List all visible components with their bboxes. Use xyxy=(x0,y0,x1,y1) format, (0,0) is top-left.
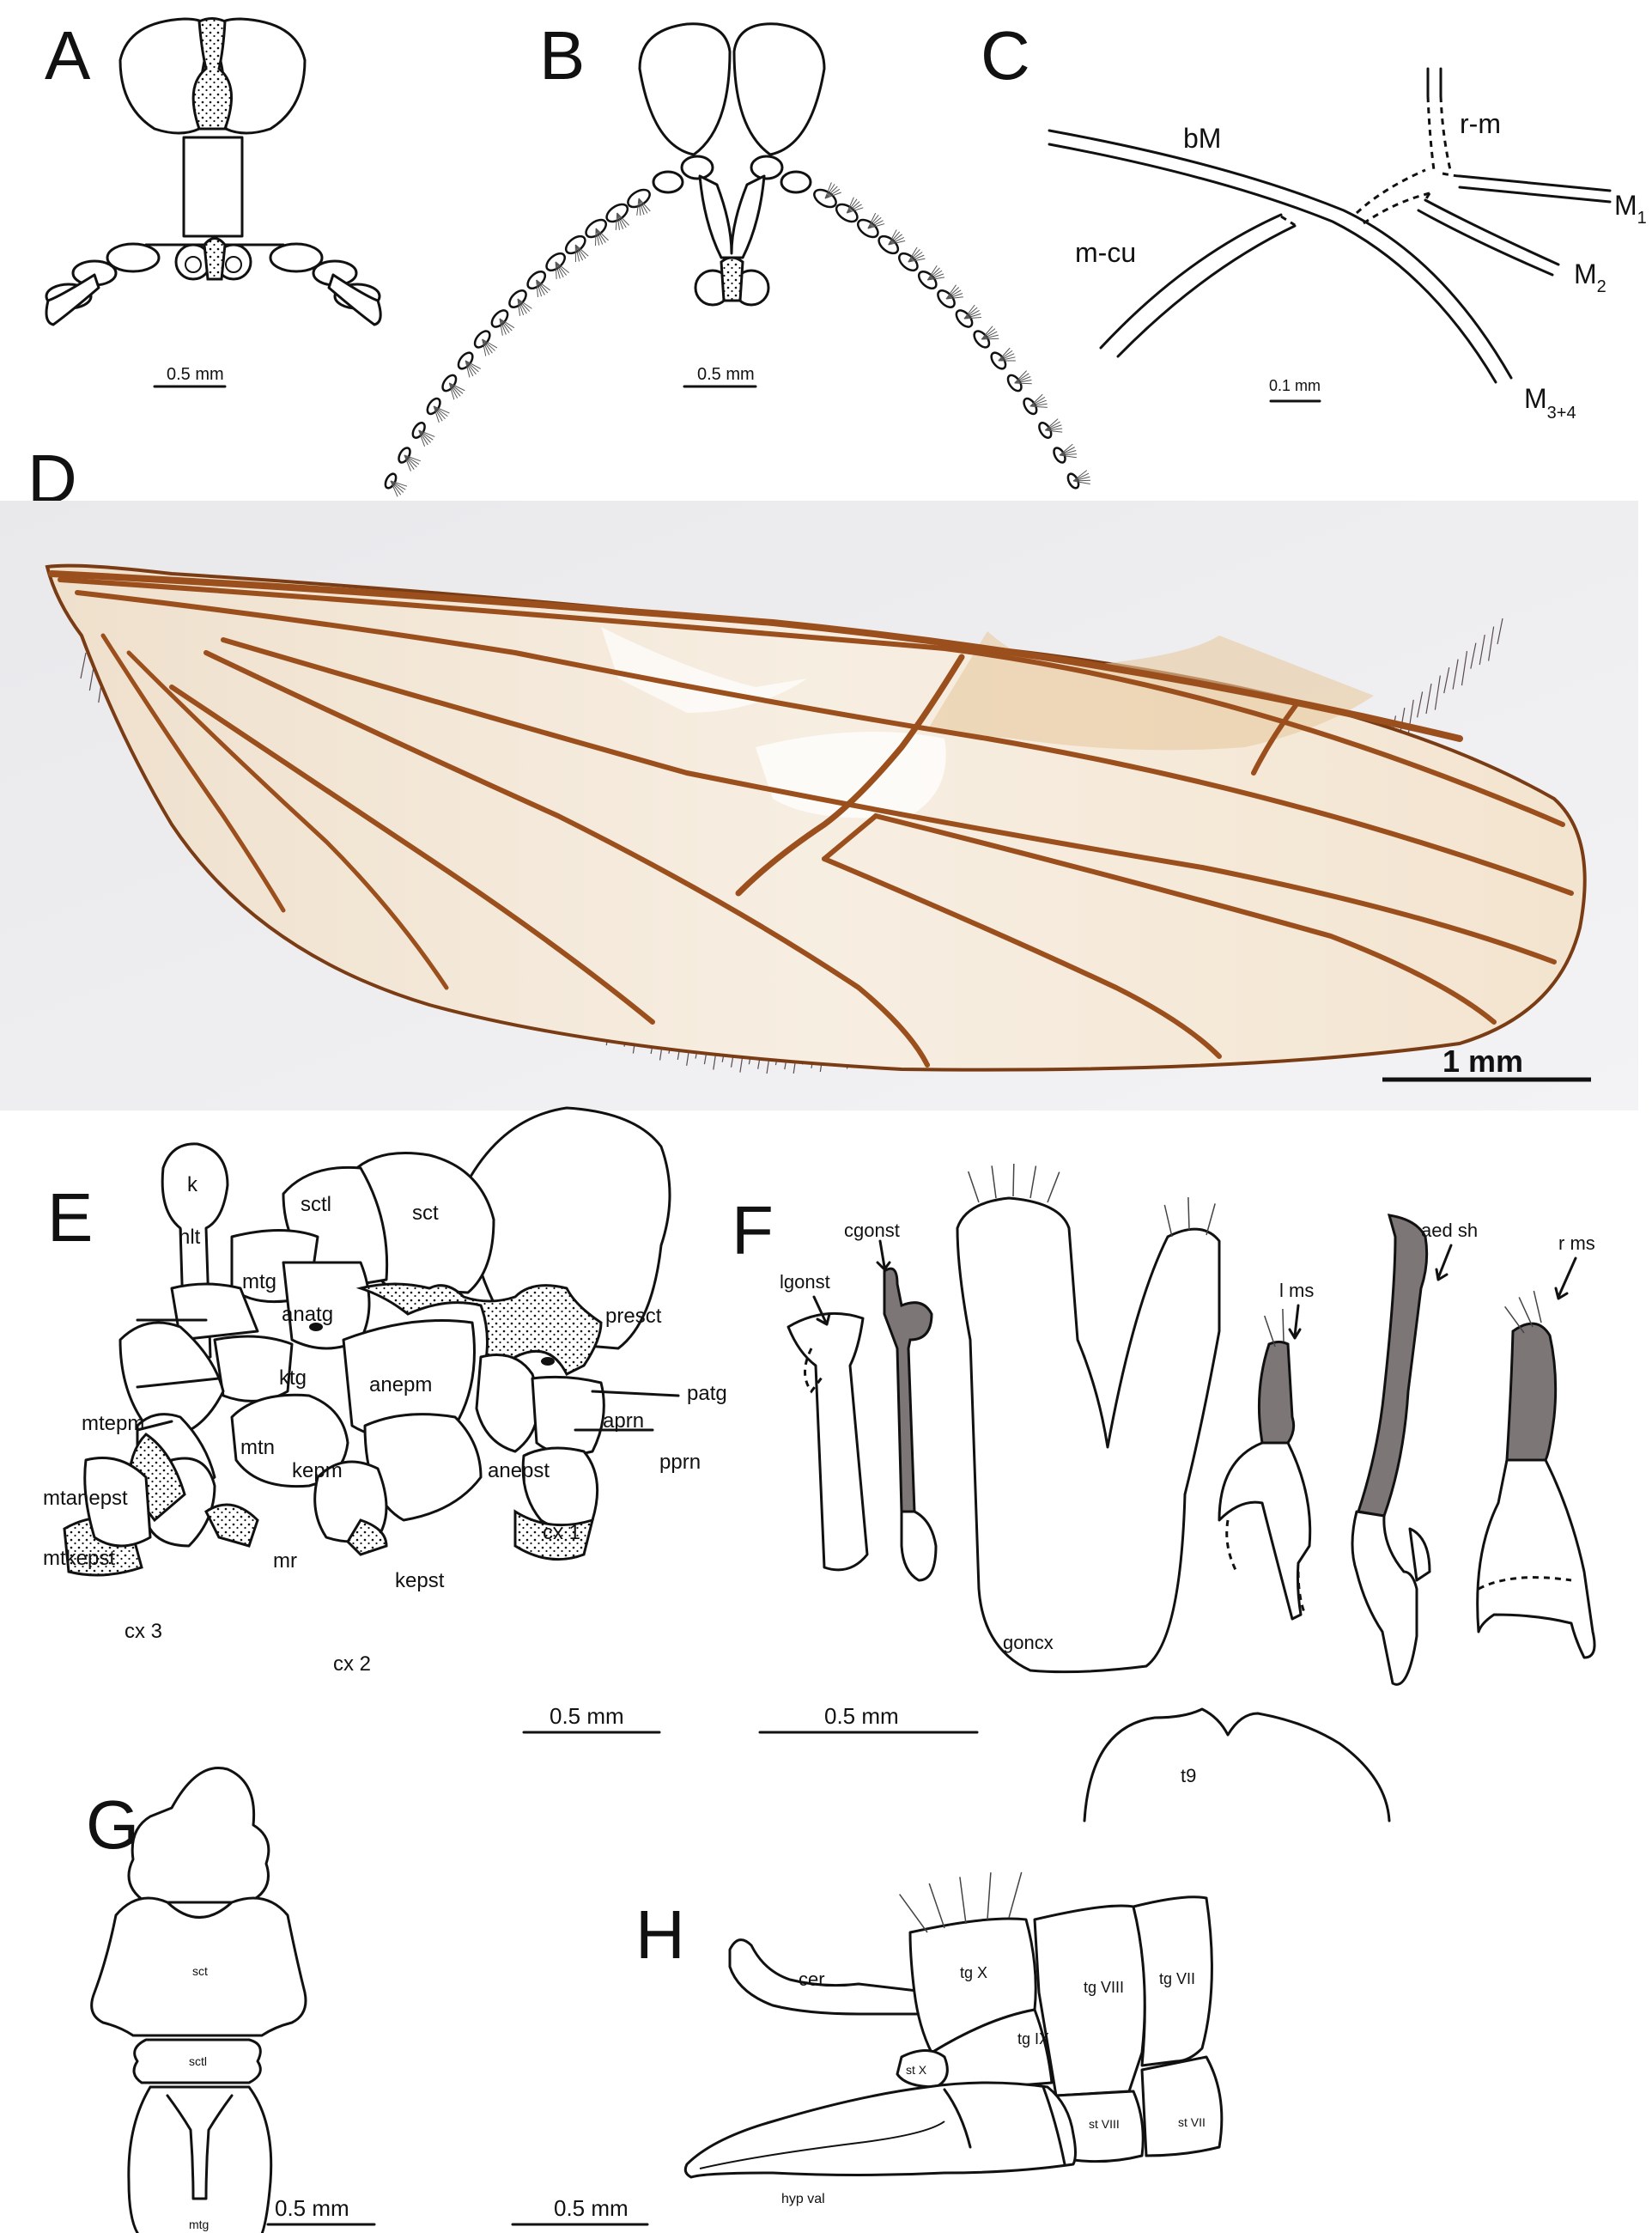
label-cx3: cx 3 xyxy=(125,1620,162,1643)
panel-a-letter: A xyxy=(45,17,91,94)
panel-b: B 0.5 mm xyxy=(384,17,1091,497)
label-sctl: sctl xyxy=(301,1193,331,1216)
label-g-sctl: sctl xyxy=(189,2054,207,2068)
label-mtg: mtg xyxy=(242,1270,276,1293)
panel-h: H cer tg X tg IX tg VIII tg VII st X st … xyxy=(511,1871,1224,2226)
label-anepst: anepst xyxy=(488,1459,550,1482)
panel-c: C bM r-m m-cu M1 M2 M3+4 0.1 mm xyxy=(981,17,1647,423)
scale-label-c: 0.1 mm xyxy=(1269,377,1321,394)
female-terminalia-h xyxy=(683,1895,1224,2179)
label-mtn: mtn xyxy=(240,1436,275,1459)
label-cx2: cx 2 xyxy=(333,1652,371,1676)
scale-label-b: 0.5 mm xyxy=(697,365,755,384)
label-ktg: ktg xyxy=(279,1366,307,1390)
label-bm: bM xyxy=(1183,123,1221,154)
label-cx1: cx 1 xyxy=(543,1521,580,1544)
antenna-right-b xyxy=(813,182,1091,490)
male-genitalia-f xyxy=(787,1196,1596,1822)
panel-g: G sct sctl mtg 0.5 mm xyxy=(86,1767,376,2233)
scale-label-f: 0.5 mm xyxy=(824,1703,899,1729)
arrow-aed-sh xyxy=(1435,1244,1453,1281)
label-tg-viii: tg VIII xyxy=(1084,1979,1124,1996)
arrow-lgonst xyxy=(812,1295,831,1326)
scale-label-a: 0.5 mm xyxy=(167,365,224,384)
label-aed-sh: aed sh xyxy=(1421,1220,1478,1241)
label-t9: t9 xyxy=(1181,1765,1196,1786)
label-lgonst: lgonst xyxy=(780,1271,830,1293)
label-st-vii: st VII xyxy=(1178,2115,1206,2129)
label-g-mtg: mtg xyxy=(189,2218,209,2231)
label-kepst: kepst xyxy=(395,1569,445,1592)
label-m3-4: M3+4 xyxy=(1524,383,1576,423)
label-tg-ix: tg IX xyxy=(1017,2030,1049,2047)
arrow-cgonst xyxy=(876,1239,891,1271)
label-goncx: goncx xyxy=(1003,1632,1054,1653)
panel-d: D 1 mm xyxy=(0,441,1638,1110)
label-patg: patg xyxy=(687,1382,727,1405)
label-m2: M2 xyxy=(1574,259,1606,296)
wing-venation-detail-c xyxy=(1048,67,1612,384)
label-l-ms: l ms xyxy=(1279,1280,1314,1301)
label-cer: cer xyxy=(799,1968,825,1990)
label-aprn: aprn xyxy=(603,1409,644,1433)
label-g-sct: sct xyxy=(192,1964,208,1978)
wing-photograph-d xyxy=(45,563,1587,1074)
head-dorsal-view-b xyxy=(384,22,1091,497)
panel-a: A 0.5 mm xyxy=(45,17,382,388)
panel-e: E xyxy=(43,1106,727,1734)
label-sct: sct xyxy=(412,1202,439,1225)
setae-h xyxy=(899,1871,1023,1933)
label-mtepm: mtepm xyxy=(82,1412,144,1435)
label-mtkepst: mtkepst xyxy=(43,1547,115,1570)
label-tg-vii: tg VII xyxy=(1159,1970,1195,1987)
panel-b-letter: B xyxy=(539,17,585,94)
panel-f: F cgonst lgonst goncx l ms aed sh r ms t… xyxy=(732,1163,1596,1822)
thorax-lateral-view-e xyxy=(63,1106,680,1577)
label-m1: M1 xyxy=(1614,190,1647,228)
scale-label-e: 0.5 mm xyxy=(550,1703,624,1729)
label-presct: presct xyxy=(605,1305,662,1328)
label-anepm: anepm xyxy=(369,1373,432,1396)
panel-f-letter: F xyxy=(732,1192,774,1269)
label-tg-x: tg X xyxy=(960,1964,987,1981)
thorax-dorsal-view-g xyxy=(90,1767,307,2233)
label-r-ms: r ms xyxy=(1558,1232,1595,1254)
label-m-cu: m-cu xyxy=(1075,237,1136,268)
label-kepm: kepm xyxy=(292,1459,343,1482)
setae-f xyxy=(968,1163,1542,1348)
label-anatg: anatg xyxy=(282,1303,333,1326)
label-r-m: r-m xyxy=(1460,108,1501,139)
arrow-l-ms xyxy=(1288,1304,1302,1340)
panel-h-letter: H xyxy=(635,1896,685,1973)
panel-c-letter: C xyxy=(981,17,1030,94)
head-frontal-view-a xyxy=(45,17,382,326)
scale-label-g: 0.5 mm xyxy=(275,2195,349,2221)
label-st-x: st X xyxy=(906,2063,927,2077)
label-cgonst: cgonst xyxy=(844,1220,900,1241)
panel-e-letter: E xyxy=(47,1179,93,1256)
label-k: k xyxy=(187,1173,198,1196)
label-pprn: pprn xyxy=(659,1451,701,1474)
label-mtanepst: mtanepst xyxy=(43,1487,128,1510)
arrow-r-ms xyxy=(1554,1256,1577,1300)
panel-g-letter: G xyxy=(86,1786,139,1863)
label-st-viii: st VIII xyxy=(1089,2117,1120,2131)
label-mr: mr xyxy=(273,1549,297,1573)
scale-label-d: 1 mm xyxy=(1442,1043,1523,1079)
label-hyp-val: hyp val xyxy=(781,2192,825,2206)
label-hlt: hlt xyxy=(179,1226,201,1249)
antenna-left-b xyxy=(384,188,651,497)
scale-label-h: 0.5 mm xyxy=(554,2195,629,2221)
